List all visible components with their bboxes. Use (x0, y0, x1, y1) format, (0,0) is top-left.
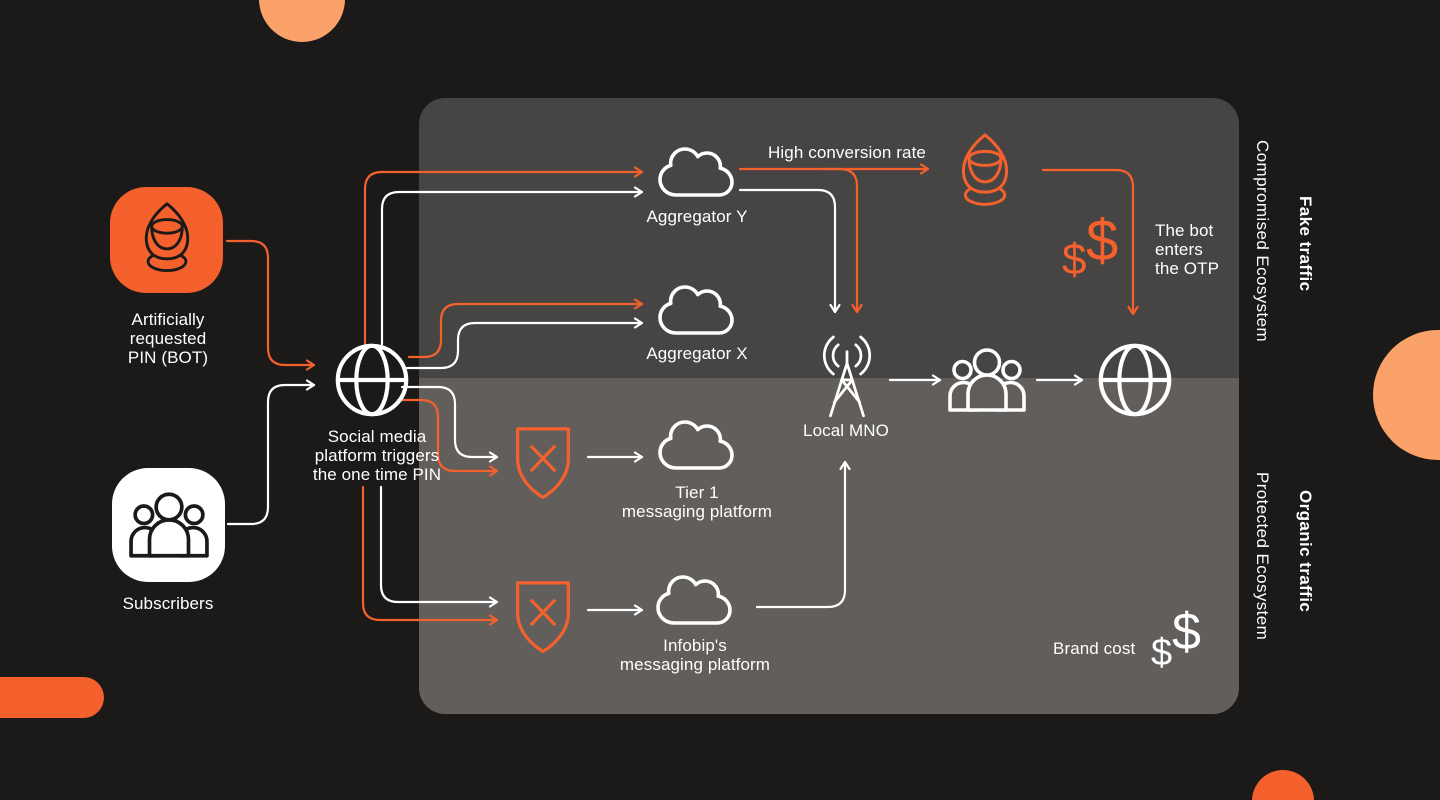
social-platform-label: Social media platform triggers the one t… (312, 427, 442, 484)
bot-source-box (110, 187, 223, 293)
organic-traffic-label: Organic traffic (1296, 490, 1315, 613)
connector-bot-to-social (225, 239, 316, 371)
connector-bot-agent-to-globe (1041, 168, 1139, 316)
aggregator-y-cloud-icon (658, 147, 734, 197)
connector-infobip-to-mno (755, 460, 851, 609)
dollar-icon: $ (1172, 603, 1201, 661)
bot-cost-dollar-icons: $ $ (1062, 212, 1122, 290)
compromised-zone (419, 98, 1239, 378)
subscribers-label: Subscribers (122, 594, 214, 613)
connector-social-to-shield1-white (400, 385, 499, 463)
antenna-icon (822, 335, 872, 418)
protected-zone (419, 378, 1239, 714)
shield-block-icon-1 (516, 427, 570, 500)
compromised-ecosystem-label: Compromised Ecosystem (1253, 140, 1272, 343)
ecosystem-panel (419, 98, 1239, 714)
connector-social-to-aggx-white (405, 317, 644, 370)
tier1-platform-label: Tier 1 messaging platform (621, 483, 773, 521)
connector-subscribers-to-social (226, 379, 316, 526)
bot-agent-icon (961, 133, 1009, 206)
dollar-icon: $ (1062, 235, 1087, 284)
aggregator-x-cloud-icon (658, 285, 734, 335)
connector-social-to-aggy-white (380, 186, 644, 346)
tier1-cloud-icon (658, 420, 734, 470)
local-mno-label: Local MNO (803, 421, 889, 440)
connector-social-to-shield2-orange (361, 485, 499, 626)
dollar-icon: $ (1086, 208, 1119, 273)
people-icon (129, 492, 209, 558)
target-globe-icon (1098, 343, 1172, 417)
connector-social-to-aggy-orange (363, 166, 644, 346)
bot-otp-label: The bot enters the OTP (1155, 221, 1220, 278)
bot-source-label: Artificially requested PIN (BOT) (127, 310, 209, 367)
fake-traffic-label: Fake traffic (1296, 196, 1315, 292)
social-globe-icon (335, 343, 409, 417)
brand-cost-label: Brand cost (1053, 639, 1136, 658)
decor-bottom-left-pill (0, 677, 104, 718)
connector-social-to-shield1-orange (396, 398, 499, 477)
hooded-bot-icon (144, 202, 190, 273)
connector-aggy-to-mno-white (738, 188, 841, 314)
connector-social-to-aggx-orange (407, 298, 644, 359)
brand-cost-dollar-icons: $ $ (1151, 606, 1207, 680)
connector-aggy-branch-to-mno-orange (822, 167, 863, 314)
connector-social-to-shield2-white (379, 485, 499, 608)
subscribers-box (112, 468, 225, 582)
aggregator-y-label: Aggregator Y (646, 207, 748, 226)
infobip-cloud-icon (656, 575, 732, 625)
recipients-people-icon (948, 348, 1026, 412)
infobip-platform-label: Infobip's messaging platform (619, 636, 771, 674)
shield-block-icon-2 (516, 581, 570, 654)
protected-ecosystem-label: Protected Ecosystem (1253, 472, 1272, 641)
dollar-icon: $ (1151, 632, 1173, 674)
high-conversion-label: High conversion rate (768, 143, 926, 162)
aggregator-x-label: Aggregator X (646, 344, 748, 363)
